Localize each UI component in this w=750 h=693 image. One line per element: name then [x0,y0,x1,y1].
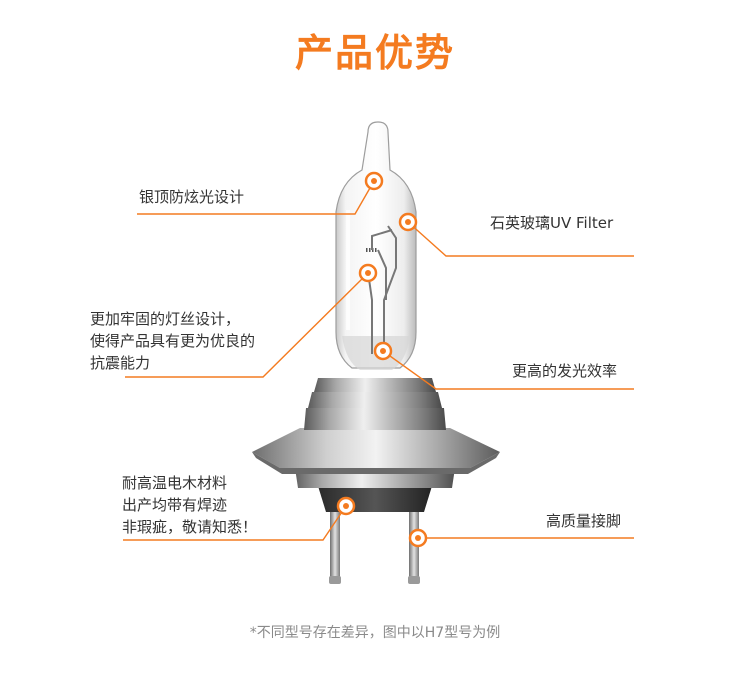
feature-line: 非瑕疵，敬请知悉！ [122,518,258,536]
marker-heat-resistant [336,496,356,516]
bulb-flange [252,428,500,474]
footnote: *不同型号存在差异，图中以H7型号为例 [249,625,501,641]
feature-label-silver-top: 银顶防炫光设计 [139,188,245,206]
callout-line-quartz-glass [407,221,634,257]
glass-envelope [335,121,417,370]
marker-filament [358,263,378,283]
callout-line-heat-resistant [123,505,347,541]
feature-line: 出产均带有焊迹 [122,496,228,514]
callout-line-silver-top [137,180,375,215]
marker-contacts [408,528,428,548]
feature-label-heat-resistant: 耐高温电木材料 出产均带有焊迹 非瑕疵，敬请知悉！ [122,472,302,538]
feature-label-filament-design: 更加牢固的灯丝设计， 使得产品具有更为优良的 抗震能力 [90,308,290,374]
callout-line-efficiency [382,350,634,390]
page-title: 产品优势 [294,31,455,75]
callout-lines [123,180,634,541]
marker-quartz-glass [398,212,418,232]
callout-markers [336,171,428,548]
marker-silver-top [364,171,384,191]
metal-collar [304,378,446,430]
feature-line: 更加牢固的灯丝设计， [90,310,241,328]
marker-efficiency [373,341,393,361]
callout-line-filament [125,272,369,378]
filament [366,225,397,354]
feature-label-quartz-glass: 石英玻璃UV Filter [490,214,614,232]
feature-label-contacts: 高质量接脚 [546,512,622,530]
bakelite-base [318,486,432,512]
feature-line: 耐高温电木材料 [122,474,228,492]
feature-label-efficiency: 更高的发光效率 [512,362,618,380]
feature-line: 使得产品具有更为优良的 [90,332,256,350]
feature-line: 抗震能力 [90,354,151,372]
